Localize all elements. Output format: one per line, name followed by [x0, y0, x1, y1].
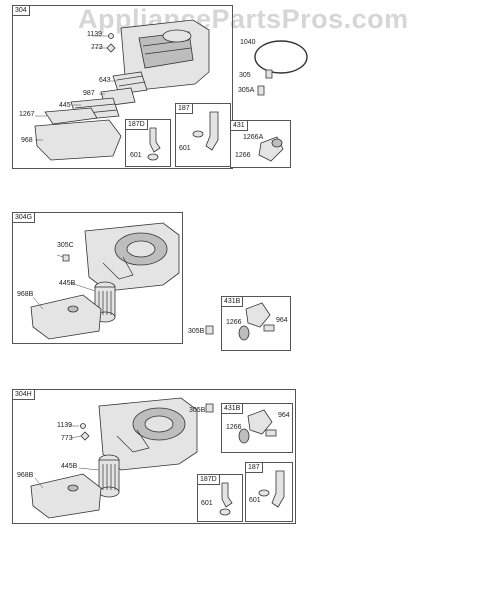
- callout-445: 445: [59, 102, 71, 109]
- gasket-shape: [44, 107, 98, 125]
- callout-643: 643: [99, 77, 111, 84]
- elbow-drawing: [258, 136, 284, 162]
- callout-968b: 968B: [17, 472, 34, 479]
- breather-tube-drawing: [219, 482, 233, 516]
- screw-305-shape: [265, 69, 273, 79]
- callout-968: 968: [21, 137, 33, 144]
- panel-tag: 304G: [13, 213, 36, 223]
- panel-tag: 304H: [13, 390, 35, 400]
- callout-305: 305: [239, 72, 251, 79]
- subpanel-431b: 431B 1266 964: [221, 296, 291, 351]
- callout-1267: 1267: [19, 111, 35, 118]
- subpanel-tag: 187: [246, 463, 263, 473]
- cover-shape: [30, 473, 102, 519]
- panel-304g-drawing: [30, 222, 180, 340]
- panel-304: 304 1139 773 643 987 445 1267 968 187D: [12, 5, 233, 169]
- callout-1266a: 1266A: [243, 134, 264, 141]
- callout-987: 987: [83, 90, 95, 97]
- screw-305a-shape: [257, 85, 265, 96]
- panel-304-drawing: [34, 19, 210, 161]
- subpanel-187: 187 601: [175, 103, 231, 167]
- callout-964: 964: [276, 317, 288, 324]
- callout-773: 773: [61, 435, 73, 442]
- callout-445b: 445B: [59, 280, 76, 287]
- elbow-drawing: [238, 409, 277, 444]
- panel-304h: 304H 1139 773 445B 968B 305B 431B 1266 9…: [12, 389, 296, 524]
- callout-445b: 445B: [61, 463, 78, 470]
- callout-305c: 305C: [57, 242, 74, 249]
- housing-hub-shape: [162, 29, 192, 43]
- cover-shape: [30, 294, 102, 340]
- callout-305b: 305B: [188, 328, 205, 335]
- cover-shape: [34, 119, 122, 161]
- callout-601: 601: [249, 497, 261, 504]
- callout-964: 964: [278, 412, 290, 419]
- subpanel-tag: 187D: [126, 120, 148, 130]
- screw-305b-shape: [205, 325, 214, 335]
- subpanel-tag: 187: [176, 104, 193, 114]
- subpanel-tag: 187D: [198, 475, 220, 485]
- callout-1040: 1040: [240, 39, 256, 46]
- callout-601: 601: [201, 500, 213, 507]
- callout-305b: 305B: [189, 407, 206, 414]
- callout-601: 601: [130, 152, 142, 159]
- callout-1266: 1266: [235, 152, 251, 159]
- callout-1266: 1266: [226, 319, 242, 326]
- subpanel-187d: 187D 601: [197, 474, 243, 522]
- callout-773: 773: [91, 44, 103, 51]
- filter-screen-shape: [112, 71, 148, 95]
- callout-601: 601: [179, 145, 191, 152]
- subpanel-187d: 187D 601: [125, 119, 171, 167]
- callout-1139: 1139: [57, 422, 73, 429]
- panel-304g: 304G 305C 445B 968B: [12, 212, 183, 344]
- subpanel-tag: 431: [231, 121, 248, 131]
- subpanel-187: 187 601: [245, 462, 293, 522]
- panel-tag: 304: [13, 6, 30, 16]
- elbow-drawing: [238, 302, 275, 341]
- tube-drawing: [192, 111, 219, 151]
- subpanel-431: 431 1266A 1266: [230, 120, 291, 168]
- subpanel-tag: 431B: [222, 404, 244, 414]
- subpanel-431b: 431B 1266 964: [221, 403, 293, 453]
- callout-305a: 305A: [238, 87, 255, 94]
- breather-tube-drawing: [147, 127, 161, 161]
- tube-drawing: [258, 470, 285, 508]
- callout-1139: 1139: [87, 31, 103, 38]
- seal-ring-shape: [254, 40, 308, 74]
- callout-1266: 1266: [226, 424, 242, 431]
- callout-968b: 968B: [17, 291, 34, 298]
- panel-304h-drawing: [30, 397, 198, 519]
- subpanel-tag: 431B: [222, 297, 244, 307]
